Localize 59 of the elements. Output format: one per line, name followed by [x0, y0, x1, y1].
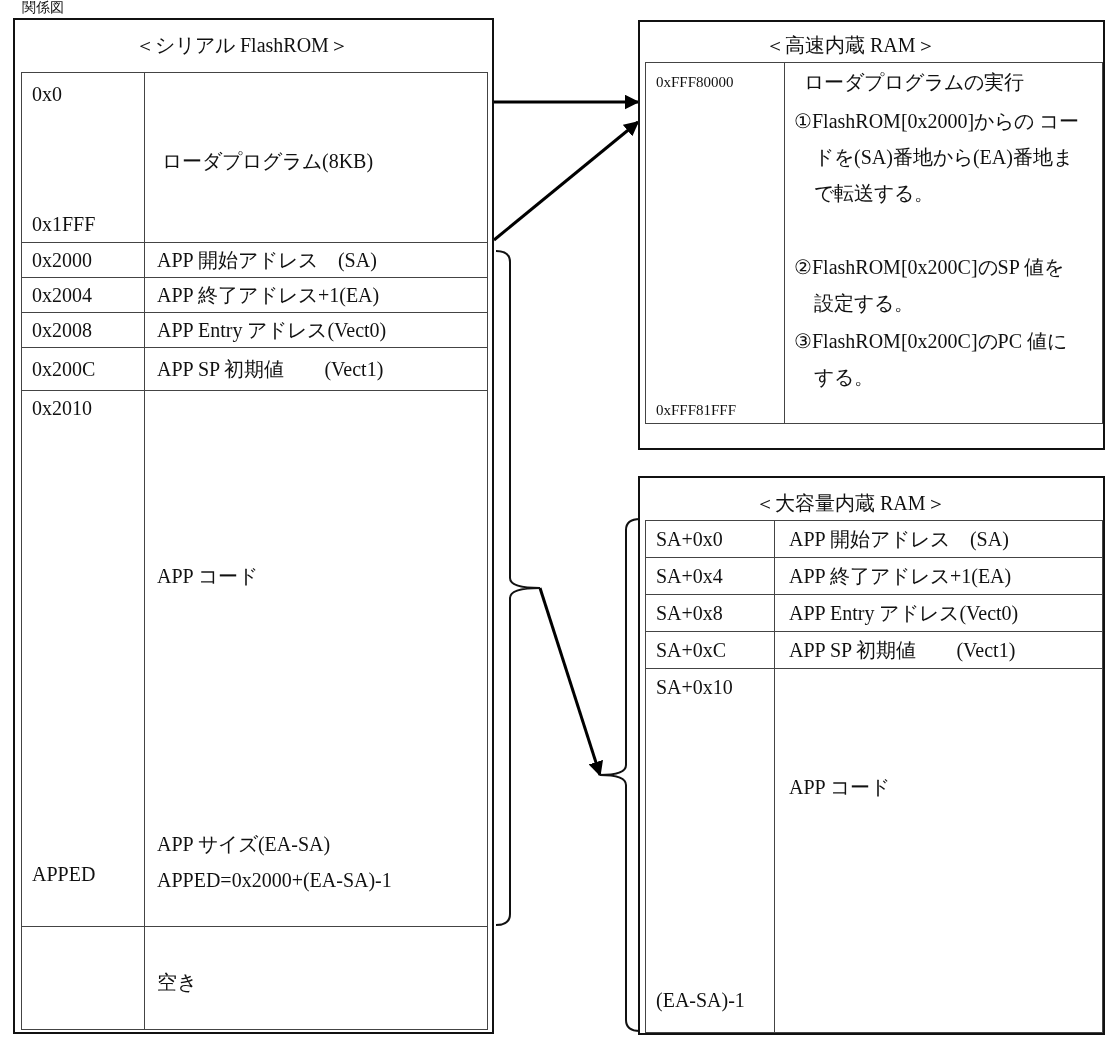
address-label: SA+0x0 [656, 527, 723, 552]
cell-text: ①FlashROM[0x2000]からの コードを(SA)番地から(EA)番地まで転送する。 [794, 109, 1081, 206]
cell-text: APP 開始アドレス (SA) [157, 248, 377, 273]
panel-heading: ＜大容量内蔵 RAM＞ [755, 491, 946, 516]
table-row [645, 557, 1103, 595]
table-row [21, 390, 488, 927]
cell-text: APP SP 初期値 (Vect1) [157, 357, 384, 382]
cell-text: APP Entry アドレス(Vect0) [789, 601, 1019, 626]
address-label: 0x200C [32, 357, 96, 382]
address-label: 0x2004 [32, 283, 92, 308]
arrow [494, 94, 640, 110]
address-label: 0x2008 [32, 318, 92, 343]
cell-text: APP コード [157, 564, 258, 589]
cell-text: ③FlashROM[0x200C]のPC 値にする。 [794, 329, 1069, 390]
memory-map-panel [638, 20, 1105, 450]
table-row [645, 594, 1103, 632]
address-label: SA+0xC [656, 638, 727, 663]
table-row [21, 347, 488, 391]
arrow [538, 587, 603, 777]
cell-text: APP 開始アドレス (SA) [789, 527, 1009, 552]
cell-text: APP SP 初期値 (Vect1) [789, 638, 1016, 663]
cell-text: APP Entry アドレス(Vect0) [157, 318, 387, 343]
cell-text: APP コード [789, 775, 890, 800]
address-label: 0x2000 [32, 248, 92, 273]
address-label: APPED [32, 862, 96, 887]
cell-text: APP 終了アドレス+1(EA) [789, 564, 1012, 589]
table-row [21, 926, 488, 1030]
cell-text: ローダプログラムの実行 [804, 70, 1024, 95]
table-row [645, 520, 1103, 558]
address-label: 0x2010 [32, 396, 92, 421]
panel-heading: ＜高速内蔵 RAM＞ [765, 33, 936, 58]
table-row [21, 277, 488, 313]
cell-text: APP 終了アドレス+1(EA) [157, 283, 380, 308]
cell-text: APP サイズ(EA-SA) [157, 832, 331, 857]
cell-text: ローダプログラム(8KB) [162, 149, 374, 174]
address-label: SA+0x8 [656, 601, 723, 626]
address-label: SA+0x10 [656, 675, 733, 700]
memory-map-panel [638, 476, 1105, 1035]
cell-text: 空き [157, 970, 197, 995]
address-label: (EA-SA)-1 [656, 988, 745, 1013]
table-row [21, 312, 488, 348]
curly-brace [600, 518, 640, 1032]
cell-text: ②FlashROM[0x200C]のSP 値を設定する。 [794, 255, 1066, 316]
table-row [645, 62, 1103, 424]
address-label: SA+0x4 [656, 564, 723, 589]
arrow [493, 120, 640, 242]
address-label: 0xFFF80000 [656, 73, 734, 92]
address-label: 0xFFF81FFF [656, 401, 737, 420]
cell-text: APPED=0x2000+(EA-SA)-1 [157, 868, 392, 893]
diagram-label: 関係図 [22, 0, 64, 16]
memory-map-panel [13, 18, 494, 1034]
curly-brace [496, 250, 540, 926]
address-label: 0x0 [32, 82, 62, 107]
address-label: 0x1FFF [32, 212, 96, 237]
panel-heading: ＜シリアル FlashROM＞ [135, 33, 349, 58]
table-row [645, 668, 1103, 1033]
table-row [21, 242, 488, 278]
table-row [21, 72, 488, 243]
table-row [645, 631, 1103, 669]
